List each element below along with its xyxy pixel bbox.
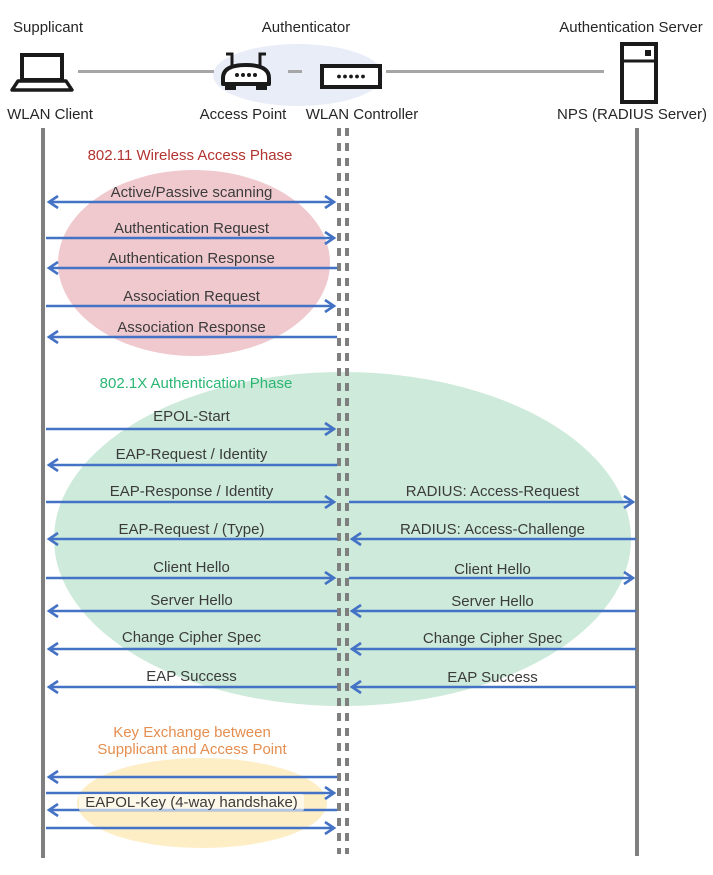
device-wlan-controller: WLAN Controller — [305, 106, 419, 123]
client-lifeline — [41, 128, 45, 858]
client-ap-connector-line — [78, 70, 214, 73]
role-authenticator: Authenticator — [261, 19, 351, 36]
arrow-key-exchange-4 — [46, 819, 337, 837]
msg-wireless-authentication-request: Authentication Request — [113, 220, 270, 237]
arrow-wireless-active-passive-scanning — [46, 193, 337, 211]
device-nps-radius-server: NPS (RADIUS Server) — [556, 106, 708, 123]
arrow-auth-right-change-cipher-spec — [349, 640, 636, 658]
server-lifeline — [635, 128, 639, 856]
phase-key-title-line1: Key Exchange between — [113, 724, 271, 741]
arrow-auth-right-eap-success — [349, 678, 636, 696]
arrow-auth-left-epol-start — [46, 420, 337, 438]
device-access-point: Access Point — [199, 106, 287, 123]
arrow-auth-left-eap-response-identity — [46, 493, 337, 511]
phase-key-title: Key Exchange between Supplicant and Acce… — [62, 724, 322, 758]
arrow-auth-right-radius-access-request — [349, 493, 636, 511]
msg-auth-left-epol-start: EPOL-Start — [153, 408, 230, 425]
msg-wireless-association-response: Association Response — [117, 319, 266, 336]
msg-wireless-authentication-response: Authentication Response — [108, 250, 275, 267]
arrow-wireless-association-response — [46, 328, 337, 346]
msg-auth-left-eap-success: EAP Success — [146, 668, 237, 685]
role-authentication-server: Authentication Server — [559, 19, 703, 36]
controller-lifeline-dashed-2 — [345, 128, 349, 854]
msg-eapol-key-label-text: EAPOL-Key (4-way handshake) — [79, 794, 304, 811]
arrow-wireless-authentication-response — [46, 259, 337, 277]
controller-server-connector-line — [386, 70, 604, 73]
msg-auth-left-eap-request-type: EAP-Request / (Type) — [118, 521, 265, 538]
arrow-auth-right-client-hello — [349, 569, 636, 587]
arrow-auth-left-eap-request-identity — [46, 456, 337, 474]
arrow-wireless-association-request — [46, 297, 337, 315]
arrow-auth-left-change-cipher-spec — [46, 640, 337, 658]
arrow-key-exchange-2 — [46, 784, 337, 802]
msg-auth-right-radius-access-request: RADIUS: Access-Request — [405, 483, 580, 500]
phase-key-title-line2: Supplicant and Access Point — [97, 741, 287, 758]
msg-auth-left-eap-request-identity: EAP-Request / Identity — [115, 446, 268, 463]
controller-lifeline-dashed-1 — [337, 128, 341, 854]
ap-controller-connector-dash — [288, 70, 302, 73]
msg-auth-right-eap-success: EAP Success — [447, 669, 538, 686]
msg-wireless-association-request: Association Request — [123, 288, 260, 305]
wlan-controller-icon — [320, 64, 382, 94]
msg-auth-left-server-hello: Server Hello — [150, 592, 233, 609]
laptop-icon — [10, 52, 76, 99]
msg-auth-left-change-cipher-spec: Change Cipher Spec — [121, 629, 262, 646]
msg-auth-right-change-cipher-spec: Change Cipher Spec — [422, 630, 563, 647]
arrow-key-exchange-1 — [46, 768, 337, 786]
msg-auth-right-radius-access-challenge: RADIUS: Access-Challenge — [399, 521, 586, 538]
server-icon — [620, 42, 658, 109]
device-wlan-client: WLAN Client — [7, 106, 93, 123]
arrow-auth-left-eap-request-type — [46, 530, 337, 548]
phase-wireless-title: 802.11 Wireless Access Phase — [87, 147, 293, 164]
msg-wireless-active-passive-scanning: Active/Passive scanning — [110, 184, 273, 201]
access-point-icon — [214, 50, 278, 99]
msg-auth-left-client-hello: Client Hello — [153, 559, 230, 576]
arrow-auth-right-server-hello — [349, 602, 636, 620]
msg-auth-left-eap-response-identity: EAP-Response / Identity — [109, 483, 274, 500]
msg-eapol-key-4-way-handshake: EAPOL-Key (4-way handshake) — [46, 794, 337, 811]
role-supplicant: Supplicant — [13, 19, 84, 36]
arrow-wireless-authentication-request — [46, 229, 337, 247]
arrow-auth-right-radius-access-challenge — [349, 530, 636, 548]
msg-auth-right-client-hello: Client Hello — [454, 561, 531, 578]
arrow-auth-left-client-hello — [46, 569, 337, 587]
phase-auth-title: 802.1X Authentication Phase — [99, 375, 293, 392]
arrow-auth-left-eap-success — [46, 678, 337, 696]
msg-auth-right-server-hello: Server Hello — [451, 593, 534, 610]
arrow-auth-left-server-hello — [46, 602, 337, 620]
